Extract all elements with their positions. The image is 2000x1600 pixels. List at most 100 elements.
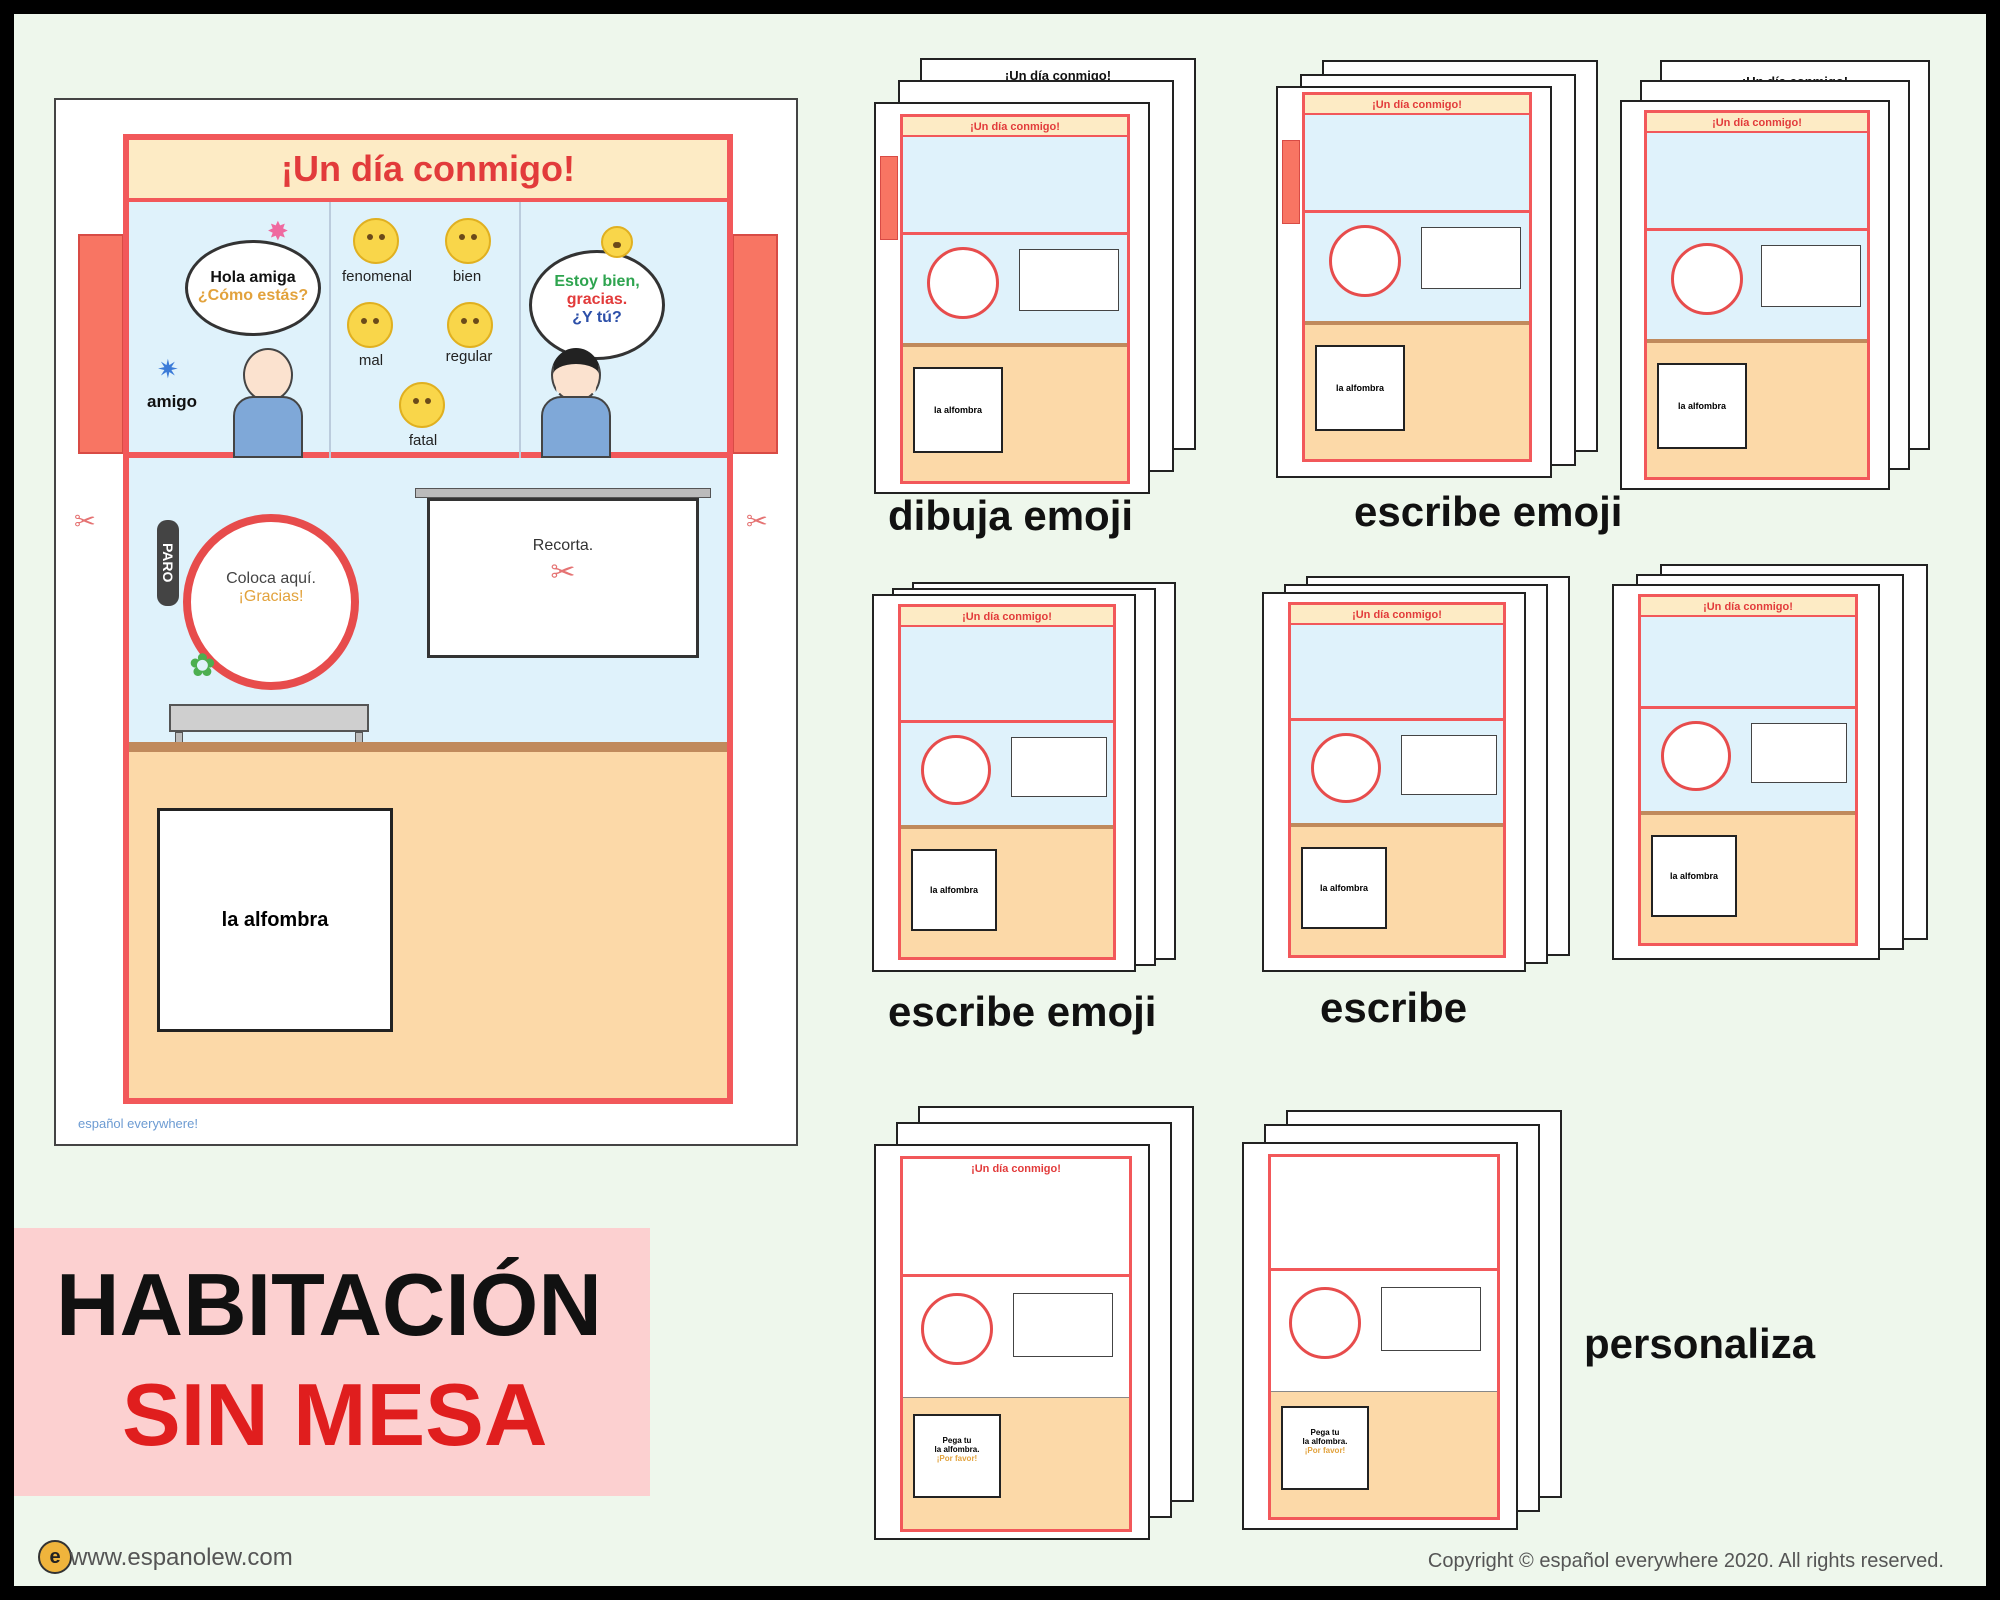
caption-escribe-emoji-2: escribe emoji bbox=[888, 988, 1157, 1035]
mini-window bbox=[1011, 737, 1107, 797]
caption-dibuja-emoji: dibuja emoji bbox=[888, 492, 1134, 539]
greeting-line2: ¿Cómo estás? bbox=[197, 287, 309, 304]
paste-line2: la alfombra. bbox=[1302, 1437, 1348, 1446]
mini-title: ¡Un día conmigo! bbox=[903, 117, 1127, 137]
main-worksheet: ✂ ✂ ¡Un día conmigo! Hola amiga ¿Cómo es… bbox=[54, 98, 798, 1146]
headline-line1: HABITACIÓN bbox=[56, 1255, 602, 1354]
reply-line3: ¿Y tú? bbox=[572, 309, 622, 326]
reply-line1: Estoy bien, bbox=[554, 273, 640, 290]
emoji-bien-icon bbox=[445, 218, 491, 264]
mini-floor: la alfombra bbox=[1305, 321, 1529, 459]
mini-window bbox=[1381, 1287, 1481, 1351]
mini-rug: la alfombra bbox=[1301, 847, 1387, 929]
mini-wall bbox=[1641, 709, 1855, 811]
fold-tab bbox=[1282, 140, 1300, 224]
mini-paste-box: Pega tu la alfombra. ¡Por favor! bbox=[1281, 1406, 1369, 1490]
star-icon: ✸ bbox=[267, 216, 289, 246]
front-sheet: ¡Un día conmigo! la alfombra bbox=[874, 102, 1150, 494]
headline-panel bbox=[14, 1228, 650, 1496]
emotion-label-regular: regular bbox=[445, 348, 493, 365]
mini-title: ¡Un día conmigo! bbox=[1291, 605, 1503, 625]
mini-circle bbox=[1671, 243, 1743, 315]
mini-title: ¡Un día conmigo! bbox=[1305, 95, 1529, 115]
circle-line1: Coloca aquí. bbox=[226, 570, 316, 587]
mini-frame: ¡Un día conmigo! la alfombra bbox=[898, 604, 1116, 960]
mini-wall bbox=[903, 1277, 1129, 1397]
back-sheet-title: ¡Un día conmigo! bbox=[1004, 68, 1112, 83]
amigo-label: amigo bbox=[147, 392, 198, 411]
boy-body bbox=[233, 396, 303, 458]
mini-wall bbox=[903, 235, 1127, 343]
brand-logo-text: español everywhere! bbox=[78, 1116, 198, 1131]
emoji-fatal-icon bbox=[399, 382, 445, 428]
mini-window bbox=[1421, 227, 1521, 289]
mini-floor: la alfombra bbox=[901, 825, 1113, 957]
boy-head bbox=[243, 348, 293, 402]
window-label: Recorta. bbox=[532, 537, 594, 554]
emotion-label-mal: mal bbox=[358, 352, 384, 369]
mini-floor: la alfombra bbox=[1291, 823, 1503, 955]
greeting-line1: Hola amiga bbox=[210, 269, 296, 286]
mini-wall bbox=[901, 723, 1113, 825]
mini-window bbox=[1751, 723, 1847, 783]
mini-floor: Pega tu la alfombra. ¡Por favor! bbox=[903, 1397, 1129, 1529]
mini-floor: la alfombra bbox=[1647, 339, 1867, 477]
mini-top bbox=[1647, 133, 1867, 231]
mini-circle bbox=[1329, 225, 1401, 297]
mini-top-blank bbox=[1271, 1157, 1497, 1271]
mini-rug: la alfombra bbox=[911, 849, 997, 931]
mini-rug: la alfombra bbox=[913, 367, 1003, 453]
mini-wall bbox=[1271, 1271, 1497, 1391]
girl-figure bbox=[541, 348, 611, 458]
mini-frame: ¡Un día conmigo! la alfombra bbox=[1638, 594, 1858, 946]
mini-top bbox=[901, 627, 1113, 723]
paste-line3: ¡Por favor! bbox=[1304, 1446, 1346, 1455]
right-panel: Estoy bien, gracias. ¿Y tú? bbox=[521, 202, 727, 458]
mini-wall bbox=[1305, 213, 1529, 321]
greeting-panel: Hola amiga ¿Cómo estás? ✸ amigo ✷ fenome… bbox=[129, 202, 727, 458]
front-sheet: ¡Un día conmigo! la alfombra bbox=[1276, 86, 1552, 478]
worksheet-title: ¡Un día conmigo! bbox=[129, 140, 727, 202]
circle-line2: ¡Gracias! bbox=[238, 588, 304, 605]
mini-rug: la alfombra bbox=[1657, 363, 1747, 449]
mini-rug: la alfombra bbox=[1651, 835, 1737, 917]
website-link[interactable]: www.espanolew.com bbox=[70, 1544, 293, 1571]
headline-line2: SIN MESA bbox=[122, 1365, 548, 1464]
coloca-circle: Coloca aquí. ¡Gracias! bbox=[183, 514, 359, 690]
front-sheet: ¡Un día conmigo! la alfombra bbox=[872, 594, 1136, 972]
mini-wall bbox=[1647, 231, 1867, 339]
paste-line2: la alfombra. bbox=[934, 1445, 980, 1454]
mini-frame: ¡Un día conmigo! la alfombra bbox=[1302, 92, 1532, 462]
mini-window bbox=[1013, 1293, 1113, 1357]
girl-body bbox=[541, 396, 611, 458]
worksheet-frame: ¡Un día conmigo! Hola amiga ¿Cómo estás?… bbox=[123, 134, 733, 1104]
mini-frame: ¡Un día conmigo! la alfombra bbox=[1644, 110, 1870, 480]
mini-floor: Pega tu la alfombra. ¡Por favor! bbox=[1271, 1391, 1497, 1517]
thumbnail-escribe-emoji-1: ¡Un día conmigo! la alfombra bbox=[1276, 60, 1598, 478]
reply-bubble: Estoy bien, gracias. ¿Y tú? bbox=[529, 250, 665, 360]
thumbnail-blank-bubbles: ¡Un día conmigo! la alfombra bbox=[1612, 564, 1942, 974]
table-top bbox=[169, 704, 369, 732]
mini-window bbox=[1019, 249, 1119, 311]
emotion-label-fenomenal: fenomenal bbox=[341, 268, 413, 285]
mini-window bbox=[1401, 735, 1497, 795]
front-sheet: ¡Un día conmigo! Pega tu la alfombra. ¡P… bbox=[874, 1144, 1150, 1540]
burst-icon: ✷ bbox=[157, 354, 179, 384]
mini-floor: la alfombra bbox=[903, 343, 1127, 481]
mini-frame: ¡Un día conmigo! la alfombra bbox=[900, 114, 1130, 484]
paste-line1: Pega tu bbox=[1310, 1428, 1340, 1437]
mini-top bbox=[903, 137, 1127, 235]
front-sheet: Pega tu la alfombra. ¡Por favor! bbox=[1242, 1142, 1518, 1530]
mini-frame: ¡Un día conmigo! la alfombra bbox=[1288, 602, 1506, 958]
boy-figure bbox=[233, 348, 303, 458]
mini-circle bbox=[927, 247, 999, 319]
mini-frame: ¡Un día conmigo! Pega tu la alfombra. ¡P… bbox=[900, 1156, 1132, 1532]
window: Recorta. ✂ bbox=[427, 498, 699, 658]
mini-wall bbox=[1291, 721, 1503, 823]
front-sheet: ¡Un día conmigo! la alfombra bbox=[1612, 584, 1880, 960]
emotion-label-fatal: fatal bbox=[408, 432, 438, 449]
mini-title: ¡Un día conmigo! bbox=[1641, 597, 1855, 617]
emotions-panel: fenomenal bien mal regular fatal bbox=[329, 202, 521, 458]
mini-title: ¡Un día conmigo! bbox=[1647, 113, 1867, 133]
girl-head bbox=[551, 348, 601, 402]
